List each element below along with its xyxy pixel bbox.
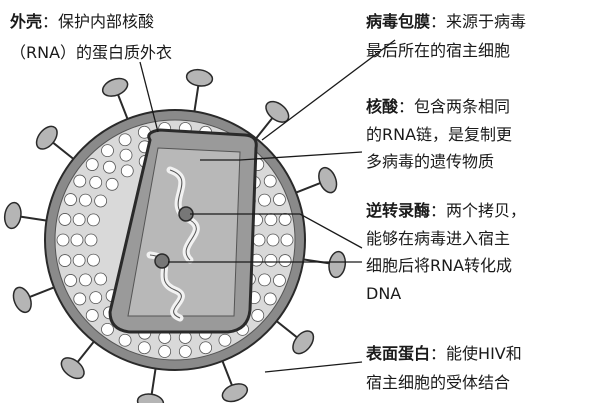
envelope-bead	[71, 234, 83, 246]
reverse-transcriptase-line-4: DNA	[366, 284, 401, 303]
envelope-bead	[219, 334, 231, 346]
surface-protein-spike	[58, 340, 96, 382]
reverse-transcriptase-line-2: 能够在病毒进入宿主	[366, 229, 510, 248]
envelope-bead	[121, 165, 133, 177]
envelope-bead	[252, 309, 264, 321]
nucleic-acid-term: 核酸	[366, 97, 399, 116]
envelope-line-2: 最后所在的宿主细胞	[366, 41, 510, 60]
envelope-term: 病毒包膜	[366, 12, 430, 31]
envelope-bead	[102, 323, 114, 335]
envelope-bead	[79, 274, 91, 286]
envelope-bead	[57, 234, 69, 246]
surface-protein-spike	[220, 359, 250, 403]
envelope-bead	[95, 273, 107, 285]
envelope-bead	[90, 292, 102, 304]
surface-protein-term: 表面蛋白	[365, 344, 430, 363]
reverse-transcriptase-line-3: 细胞后将RNA转化成	[366, 256, 512, 275]
envelope-bead	[200, 342, 212, 354]
envelope-bead	[273, 194, 285, 206]
envelope-bead	[273, 274, 285, 286]
surface-protein-spike	[255, 97, 293, 139]
label-surface-protein: 表面蛋白：能使HIV和 宿主细胞的受体结合	[365, 344, 522, 392]
envelope-bead	[86, 159, 98, 171]
envelope-bead	[73, 214, 85, 226]
envelope-bead	[264, 293, 276, 305]
svg-text:表面蛋白：能使HIV和: 表面蛋白：能使HIV和	[365, 344, 522, 363]
envelope-bead	[87, 254, 99, 266]
label-nucleic-acid: 核酸：包含两条相同 的RNA链，是复制更 多病毒的遗传物质	[366, 97, 512, 171]
envelope-bead	[90, 176, 102, 188]
envelope-bead	[59, 213, 71, 225]
virus-particle	[3, 68, 347, 403]
envelope-bead	[120, 149, 132, 161]
surface-protein-spike	[10, 285, 56, 315]
envelope-bead	[179, 346, 191, 358]
envelope-bead	[259, 194, 271, 206]
envelope-bead	[87, 214, 99, 226]
envelope-bead	[95, 195, 107, 207]
leader-surface-protein	[265, 362, 362, 372]
envelope-bead	[65, 274, 77, 286]
svg-text:外壳：保护内部核酸: 外壳：保护内部核酸	[9, 12, 154, 31]
capsid-term: 外壳	[9, 12, 42, 31]
envelope-bead	[59, 255, 71, 267]
envelope-bead	[106, 178, 118, 190]
surface-protein-spike	[294, 165, 340, 195]
nucleic-acid-line-2: 的RNA链，是复制更	[366, 125, 512, 144]
envelope-bead	[86, 309, 98, 321]
envelope-bead	[119, 134, 131, 146]
svg-text:病毒包膜：来源于病毒: 病毒包膜：来源于病毒	[366, 12, 526, 31]
surface-protein-spike	[100, 75, 130, 121]
svg-text:核酸：包含两条相同: 核酸：包含两条相同	[366, 97, 510, 116]
surface-protein-spike	[32, 123, 74, 161]
envelope-bead	[253, 234, 265, 246]
envelope-bead	[267, 234, 279, 246]
reverse-transcriptase-2	[155, 254, 169, 268]
reverse-transcriptase-term: 逆转录酶	[366, 201, 430, 220]
surface-protein-spike	[275, 320, 317, 358]
nucleic-acid-line-3: 多病毒的遗传物质	[366, 152, 494, 171]
surface-protein-line-2: 宿主细胞的受体结合	[366, 373, 510, 392]
envelope-bead	[138, 342, 150, 354]
envelope-bead	[265, 254, 277, 266]
envelope-bead	[264, 175, 276, 187]
label-reverse-transcriptase: 逆转录酶：两个拷贝， 能够在病毒进入宿主 细胞后将RNA转化成 DNA	[366, 201, 526, 303]
label-envelope: 病毒包膜：来源于病毒 最后所在的宿主细胞	[366, 12, 526, 60]
envelope-bead	[159, 346, 171, 358]
envelope-bead	[259, 274, 271, 286]
envelope-bead	[281, 234, 293, 246]
envelope-bead	[65, 194, 77, 206]
surface-protein-spike	[136, 367, 164, 403]
envelope-bead	[102, 145, 114, 157]
surface-protein-spike	[3, 201, 48, 229]
surface-protein-spike	[185, 68, 213, 113]
svg-text:逆转录酶：两个拷贝，: 逆转录酶：两个拷贝，	[366, 201, 526, 220]
envelope-bead	[73, 254, 85, 266]
surface-protein-spike	[302, 250, 347, 278]
envelope-bead	[279, 255, 291, 267]
envelope-bead	[119, 334, 131, 346]
label-capsid: 外壳：保护内部核酸 （RNA）的蛋白质外衣	[9, 12, 172, 62]
envelope-bead	[279, 213, 291, 225]
envelope-bead	[103, 161, 115, 173]
envelope-bead	[265, 214, 277, 226]
capsid-line-2: （RNA）的蛋白质外衣	[10, 43, 172, 62]
envelope-bead	[79, 194, 91, 206]
envelope-bead	[74, 175, 86, 187]
envelope-bead	[74, 293, 86, 305]
envelope-bead	[85, 234, 97, 246]
